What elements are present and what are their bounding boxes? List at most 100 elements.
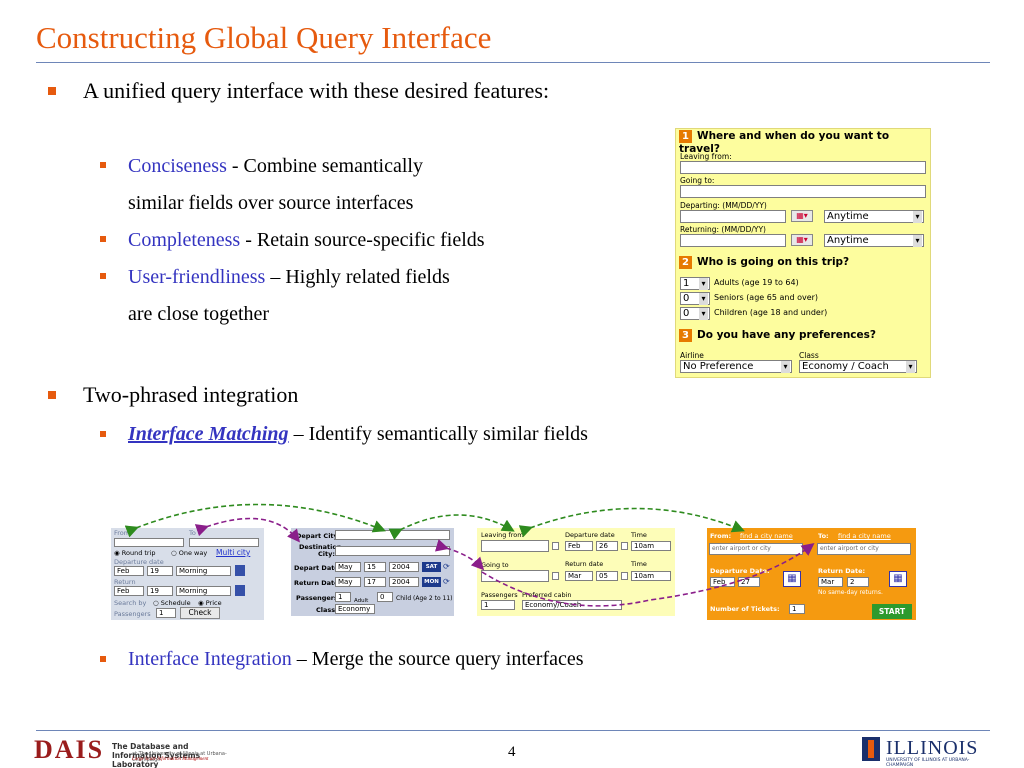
dep-month-select[interactable]: May: [335, 562, 361, 572]
from-label: From:: [710, 532, 732, 540]
ret-day-select[interactable]: 05: [596, 571, 618, 581]
multi-city-link[interactable]: Multi city: [216, 548, 251, 557]
leaving-from-input[interactable]: [680, 161, 926, 174]
class-label: Class:: [316, 606, 338, 614]
airline-select[interactable]: No Preference: [680, 360, 792, 373]
bullet-interface-matching: Interface Matching – Identify semantical…: [128, 423, 588, 446]
leaving-from-input[interactable]: [481, 540, 549, 552]
passengers-select[interactable]: 1: [481, 600, 515, 610]
schedule-label: Schedule: [160, 599, 191, 607]
destination-city-label: City:: [318, 550, 335, 558]
going-to-input[interactable]: [680, 185, 926, 198]
adults-select[interactable]: 1: [680, 277, 710, 290]
return-date-label: Return Date:: [294, 579, 342, 587]
bullet-intro: A unified query interface with these des…: [83, 78, 550, 103]
tickets-select[interactable]: 1: [789, 604, 805, 614]
children-select[interactable]: 0: [680, 307, 710, 320]
from-input[interactable]: enter airport or city: [709, 543, 803, 555]
calendar-icon[interactable]: [621, 542, 628, 550]
passengers-label: Passengers: [114, 610, 151, 618]
ret-day-select[interactable]: 19: [147, 586, 173, 596]
adults-label: Adults (age 19 to 64): [714, 278, 799, 287]
dep-weekday-badge: SAT: [422, 562, 441, 572]
passengers-select[interactable]: 1: [156, 608, 176, 618]
one-way-radio[interactable]: ○ One way: [171, 549, 208, 557]
ret-month-select[interactable]: Mar: [565, 571, 593, 581]
adults-select[interactable]: 1: [335, 592, 351, 602]
ret-year-select[interactable]: 2004: [389, 577, 419, 587]
dep-day-select[interactable]: 26: [596, 541, 618, 551]
one-way-label: One way: [178, 549, 208, 557]
refresh-icon[interactable]: ⟳: [443, 577, 450, 586]
dep-month-select[interactable]: Feb: [710, 577, 735, 587]
dep-time-select[interactable]: 10am: [631, 541, 671, 551]
to-input[interactable]: [189, 538, 259, 547]
seniors-select[interactable]: 0: [680, 292, 710, 305]
title-divider: [36, 62, 990, 63]
calendar-icon[interactable]: [621, 572, 628, 580]
bullet-square-icon: [100, 162, 106, 168]
ret-month-select[interactable]: May: [335, 577, 361, 587]
departing-date-input[interactable]: [680, 210, 786, 223]
dep-day-select[interactable]: 19: [147, 566, 173, 576]
class-label: Class: [799, 351, 819, 360]
going-to-label: Going to: [481, 561, 509, 569]
to-label: To: [189, 529, 196, 537]
friendly-text-cont: are close together: [128, 303, 270, 325]
destination-label: Destination: [299, 543, 342, 551]
calendar-icon[interactable]: ▦▾: [791, 234, 813, 246]
class-select[interactable]: Economy / Coach: [799, 360, 917, 373]
to-input[interactable]: enter airport or city: [817, 543, 911, 555]
calendar-icon[interactable]: [552, 572, 559, 580]
returning-date-input[interactable]: [680, 234, 786, 247]
calendar-icon[interactable]: ▦▾: [791, 210, 813, 222]
departing-time-select[interactable]: Anytime: [824, 210, 924, 223]
start-button[interactable]: START: [872, 604, 912, 619]
find-city-link[interactable]: find a city name: [838, 532, 891, 540]
dep-day-select[interactable]: 15: [364, 562, 386, 572]
depart-city-input[interactable]: [335, 530, 450, 540]
dep-month-select[interactable]: Feb: [565, 541, 593, 551]
destination-city-input[interactable]: [335, 546, 450, 556]
matching-term: Interface Matching: [128, 423, 289, 445]
dep-day-select[interactable]: 27: [738, 577, 760, 587]
dep-month-select[interactable]: Feb: [114, 566, 144, 576]
adult-label: Adult: [354, 598, 369, 604]
round-trip-radio[interactable]: ◉ Round trip: [114, 549, 156, 557]
bullet-conciseness: Conciseness - Combine semantically: [128, 155, 423, 178]
dais-lab-name: The Database and Information Systems Lab…: [112, 742, 201, 768]
calendar-icon[interactable]: [552, 542, 559, 550]
source-interface-4: From: find a city name To: find a city n…: [707, 528, 916, 620]
time-label: Time: [631, 531, 647, 539]
calendar-icon[interactable]: ▦: [889, 571, 907, 587]
find-city-link[interactable]: find a city name: [740, 532, 793, 540]
to-label: To:: [818, 532, 829, 540]
bullet-interface-integration: Interface Integration – Merge the source…: [128, 648, 584, 671]
check-button[interactable]: Check: [180, 607, 220, 619]
cabin-select[interactable]: Economy/Coach: [522, 600, 622, 610]
going-to-input[interactable]: [481, 570, 549, 582]
bullet-completeness: Completeness - Retain source-specific fi…: [128, 229, 485, 252]
passengers-label: Passengers: [481, 591, 518, 599]
ret-month-select[interactable]: Feb: [114, 586, 144, 596]
return-date-label: Return Date:: [818, 567, 866, 575]
class-select[interactable]: Economy: [335, 604, 375, 614]
ret-day-select[interactable]: 2: [847, 577, 869, 587]
returning-time-select[interactable]: Anytime: [824, 234, 924, 247]
calendar-icon[interactable]: [235, 585, 245, 596]
ret-day-select[interactable]: 17: [364, 577, 386, 587]
dais-wordmark: DAIS: [34, 735, 105, 764]
ret-time-select[interactable]: Morning: [176, 586, 231, 596]
from-input[interactable]: [114, 538, 184, 547]
dep-year-select[interactable]: 2004: [389, 562, 419, 572]
dep-time-select[interactable]: Morning: [176, 566, 231, 576]
calendar-icon[interactable]: ▦: [783, 571, 801, 587]
calendar-icon[interactable]: [235, 565, 245, 576]
schedule-radio[interactable]: ○ Schedule: [153, 599, 191, 607]
price-radio[interactable]: ◉ Price: [198, 599, 222, 607]
refresh-icon[interactable]: ⟳: [443, 562, 450, 571]
ret-month-select[interactable]: Mar: [818, 577, 843, 587]
children-select[interactable]: 0: [377, 592, 393, 602]
ret-time-select[interactable]: 10am: [631, 571, 671, 581]
section-number-badge: 3: [679, 329, 692, 342]
